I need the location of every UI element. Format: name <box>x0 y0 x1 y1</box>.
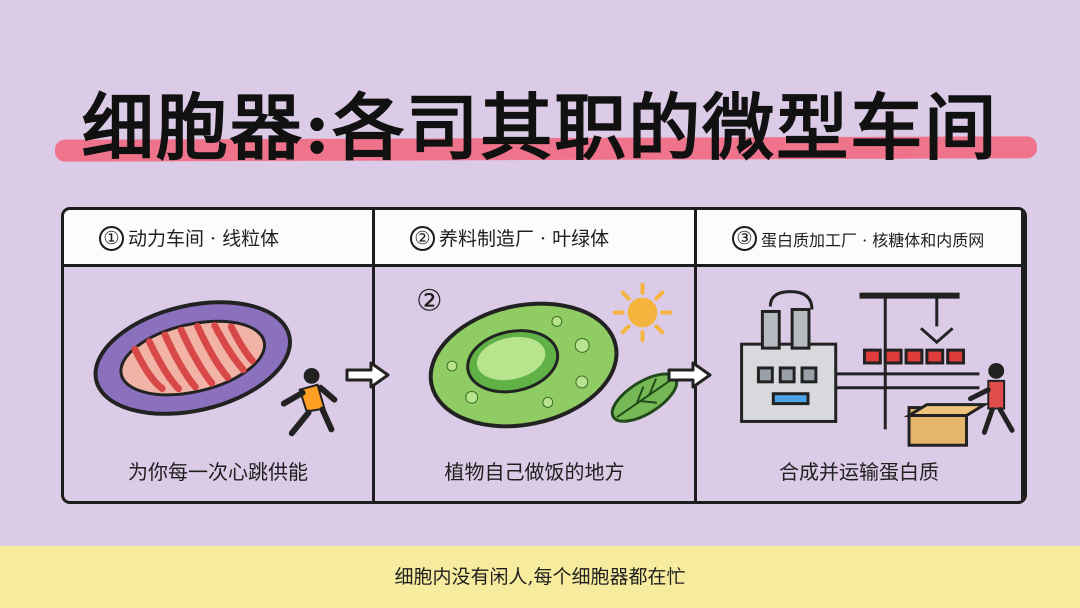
footer-banner: 细胞内没有闲人,每个细胞器都在忙 <box>0 546 1080 608</box>
page-title: 细胞器:各司其职的微型车间 <box>81 85 999 170</box>
panel-number: ① <box>99 226 124 251</box>
panel-title: 蛋白质加工厂 · 核糖体和内质网 <box>761 231 985 250</box>
panel-number: ② <box>410 226 435 251</box>
organelle-board: ① 动力车间 · 线粒体 为你每一次心跳供能 ② 养料制造 <box>61 207 1027 504</box>
factory-conveyor-worker-icon <box>740 290 1015 447</box>
runner-icon <box>280 367 338 437</box>
chloroplast-sun-leaf-icon: ② <box>416 282 679 429</box>
chloroplast-panel: ② 养料制造厂 · 叶绿体 ② <box>375 210 697 501</box>
ribosome-er-panel: ③ 蛋白质加工厂 · 核糖体和内质网 <box>697 210 1024 501</box>
panel-caption: 为你每一次心跳供能 <box>128 460 308 484</box>
sun-icon <box>612 282 673 343</box>
right-arrow-icon <box>345 361 390 389</box>
worker-icon <box>967 362 1015 435</box>
footer-text: 细胞内没有闲人,每个细胞器都在忙 <box>394 566 686 588</box>
panel-header: ① 动力车间 · 线粒体 <box>64 210 372 267</box>
panel-caption: 合成并运输蛋白质 <box>779 460 939 484</box>
panel-header: ② 养料制造厂 · 叶绿体 <box>375 210 694 267</box>
panel-title: 动力车间 · 线粒体 <box>128 228 280 250</box>
panel-caption: 植物自己做饭的地方 <box>444 460 625 484</box>
mitochondria-panel: ① 动力车间 · 线粒体 为你每一次心跳供能 <box>64 210 375 501</box>
title-area: 细胞器:各司其职的微型车间 <box>0 82 1080 177</box>
right-arrow-icon <box>667 361 712 389</box>
mitochondrion-runner-icon <box>93 300 338 437</box>
panel-number: ③ <box>732 226 757 251</box>
illustration-badge: ② <box>416 283 443 318</box>
panel-header: ③ 蛋白质加工厂 · 核糖体和内质网 <box>697 210 1021 267</box>
panel-title: 养料制造厂 · 叶绿体 <box>439 228 610 250</box>
